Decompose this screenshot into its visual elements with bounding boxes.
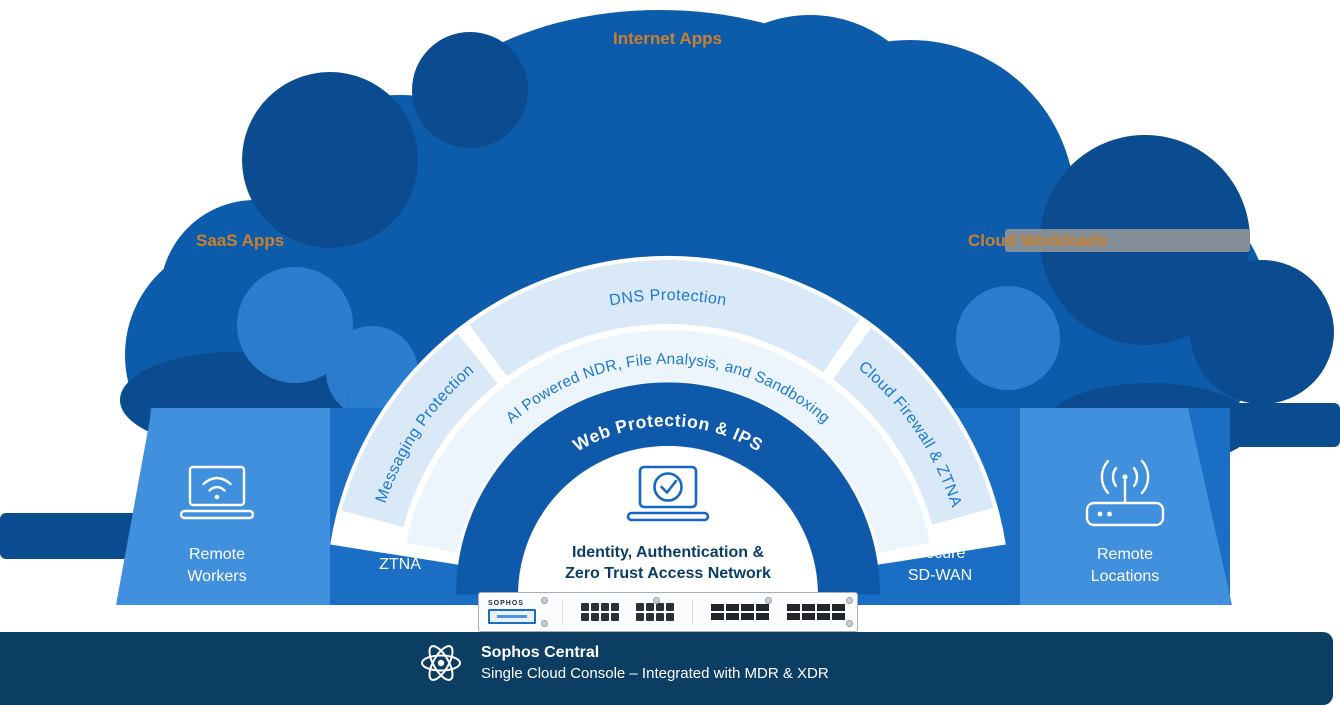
arch-interior bbox=[516, 446, 820, 608]
label-remote-locations-line1: Remote bbox=[1096, 546, 1154, 563]
label-internet-apps: Internet Apps bbox=[613, 29, 722, 48]
ethernet-ports-group-1 bbox=[580, 603, 619, 621]
identity-caption-line1: Identity, Authentication & bbox=[572, 544, 764, 561]
identity-caption-line2: Zero Trust Access Network bbox=[565, 565, 771, 582]
segment-dns-protection bbox=[469, 260, 860, 377]
footer-bar bbox=[0, 632, 1333, 705]
left-wing bbox=[116, 408, 330, 605]
label-remote-workers: Remote Workers bbox=[155, 544, 279, 588]
segment-messaging-protection bbox=[341, 333, 498, 528]
footer-subtitle: Single Cloud Console – Integrated with M… bbox=[481, 665, 829, 682]
label-remote-workers-line1: Remote bbox=[188, 546, 246, 563]
label-ztna: ZTNA bbox=[379, 556, 421, 573]
footer-content: Sophos Central Single Cloud Console – In… bbox=[418, 640, 829, 686]
laptop-check-icon bbox=[626, 465, 710, 522]
appliance-front-label: SOPHOS bbox=[488, 600, 544, 624]
cloud-light-puffs bbox=[237, 267, 1060, 418]
appliance-display bbox=[488, 609, 536, 624]
arc-label-dns-protection: DNS Protection bbox=[608, 287, 728, 310]
label-remote-workers-line2: Workers bbox=[187, 568, 247, 585]
label-secure-sdwan: Secure SD-WAN bbox=[888, 543, 992, 587]
blurred-overlay bbox=[1005, 229, 1250, 252]
ring-ai-ndr bbox=[405, 330, 931, 554]
footer-title: Sophos Central bbox=[481, 644, 600, 661]
identity-caption: Identity, Authentication & Zero Trust Ac… bbox=[536, 542, 800, 584]
label-cloud-workloads: Cloud Workloads bbox=[968, 231, 1108, 250]
ring-web-protection bbox=[456, 382, 880, 596]
appliance-brand: SOPHOS bbox=[488, 600, 524, 607]
label-remote-locations-line2: Locations bbox=[1090, 568, 1160, 585]
sophos-central-icon bbox=[421, 645, 461, 681]
remote-workers-laptop-wifi-icon bbox=[179, 465, 255, 520]
ethernet-ports-group-2 bbox=[636, 603, 675, 621]
label-secure-sdwan-line2: SD-WAN bbox=[907, 567, 973, 584]
label-secure-sdwan-line1: Secure bbox=[914, 545, 966, 562]
remote-locations-router-icon bbox=[1085, 459, 1165, 527]
label-saas-apps: SaaS Apps bbox=[196, 231, 285, 250]
right-wing bbox=[1020, 408, 1232, 605]
firewall-appliance: SOPHOS bbox=[478, 592, 858, 632]
segment-cloud-firewall bbox=[832, 328, 994, 525]
label-remote-locations: Remote Locations bbox=[1063, 544, 1187, 588]
sfp-ports-group-2 bbox=[786, 604, 845, 620]
sfp-ports-group-1 bbox=[711, 604, 770, 620]
